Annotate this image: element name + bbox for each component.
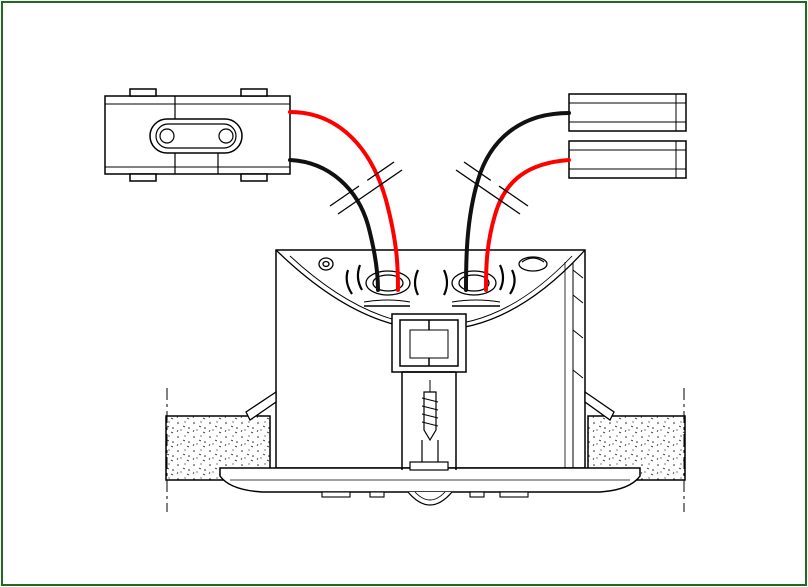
wires — [288, 110, 571, 292]
terminal-block — [104, 88, 291, 182]
wire-end-upper — [568, 93, 687, 132]
wire-black-left — [288, 158, 380, 292]
retaining-spring-clip — [391, 313, 467, 471]
wire-end-lower — [568, 140, 687, 179]
mounting-screw — [421, 380, 439, 462]
wire-red-left — [288, 110, 400, 292]
ceiling-centerlines — [166, 388, 685, 512]
wire-red-right — [484, 158, 571, 292]
wire-black-right — [464, 111, 571, 292]
wire-break-marks — [329, 161, 529, 215]
knockout-holes — [318, 256, 548, 307]
